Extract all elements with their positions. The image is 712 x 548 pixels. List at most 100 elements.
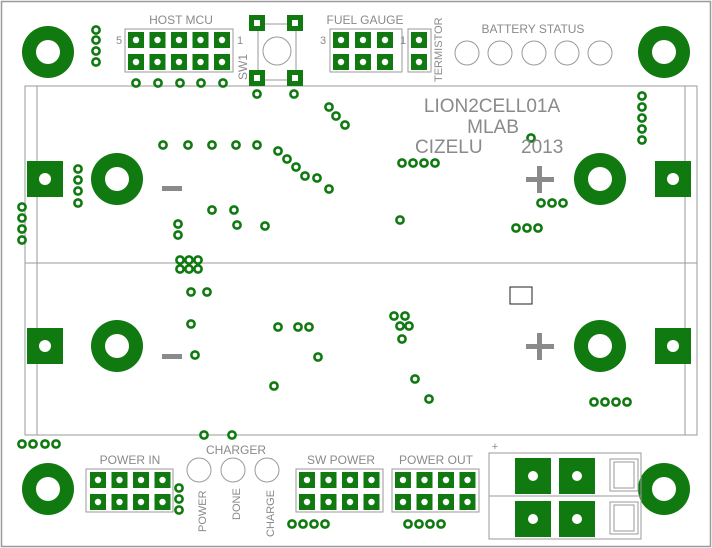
via [28,439,38,449]
via [229,205,239,215]
via [397,158,407,168]
led-done [220,457,246,483]
label-terminal-plus: + [492,441,498,453]
label-termistor: TERMISTOR [433,17,445,82]
status-led-4 [554,40,580,66]
via [184,255,194,265]
termistor-header [407,28,432,73]
battery-contacts [91,153,626,372]
label-led-power: POWER [197,490,209,532]
via [522,223,532,233]
led-charge [254,457,280,483]
status-led-1 [454,40,480,66]
via [183,140,193,150]
charger-leds [186,457,280,483]
label-fuel-gauge-pin3: 3 [320,35,326,47]
via [153,78,163,88]
via [193,264,203,274]
via [73,186,83,196]
via [430,158,440,168]
via [637,113,647,123]
via [637,124,647,134]
minus-mark-cell2 [162,354,182,359]
polarity-marks [162,166,554,360]
board-title: LION2CELL01A [424,96,561,117]
board-org: MLAB [467,117,519,138]
via [207,205,217,215]
label-power-in: POWER IN [100,453,161,467]
via [73,164,83,174]
via [547,198,557,208]
via [174,483,184,493]
board-year: 2013 [521,137,563,158]
status-led-3 [521,40,547,66]
via [622,397,632,407]
fuel-gauge-header [329,28,403,73]
via [91,35,101,45]
via [395,321,405,331]
via [558,198,568,208]
via [40,439,50,449]
via [397,334,407,344]
label-fuel-gauge-pin1: 1 [400,35,406,47]
label-led-charge: CHARGE [265,490,277,537]
via [186,287,196,297]
via [175,255,185,265]
via [589,397,599,407]
via [193,255,203,265]
via [637,135,647,145]
label-battery-status: BATTERY STATUS [482,22,585,36]
via [304,322,314,332]
via [51,439,61,449]
screw-terminal-block [488,452,642,540]
via [414,519,424,529]
power-in-header [85,468,174,513]
via [17,213,27,223]
via [425,519,435,529]
via [173,219,183,229]
via [289,89,299,99]
via [174,505,184,515]
via [536,198,546,208]
battery-status-leds [454,40,613,66]
fiducial-marker [509,286,533,305]
via [324,102,334,112]
holder-end-pads [27,161,691,364]
label-fuel-gauge: FUEL GAUGE [327,13,404,27]
via [227,430,237,440]
via [17,235,27,245]
via [131,78,141,88]
via [293,322,303,332]
via [526,133,536,143]
battery-holder-outline [24,85,698,436]
via [403,519,413,529]
via [419,158,429,168]
via [252,140,262,150]
board-author: CIZELU [415,137,483,158]
via [282,154,292,164]
via [637,102,647,112]
via [408,158,418,168]
via [73,175,83,185]
via [252,89,262,99]
via [410,374,420,384]
via [184,264,194,274]
sw1-pushbutton[interactable] [249,15,303,86]
via [331,111,341,121]
via [232,220,242,230]
via [611,397,621,407]
label-led-done: DONE [231,488,243,520]
via [533,223,543,233]
via [400,311,410,321]
via [436,519,446,529]
via [309,519,319,529]
via [17,439,27,449]
via [196,78,206,88]
via [600,397,610,407]
status-led-2 [487,40,513,66]
via [424,394,434,404]
via [313,352,323,362]
via [218,78,228,88]
led-power [186,457,212,483]
